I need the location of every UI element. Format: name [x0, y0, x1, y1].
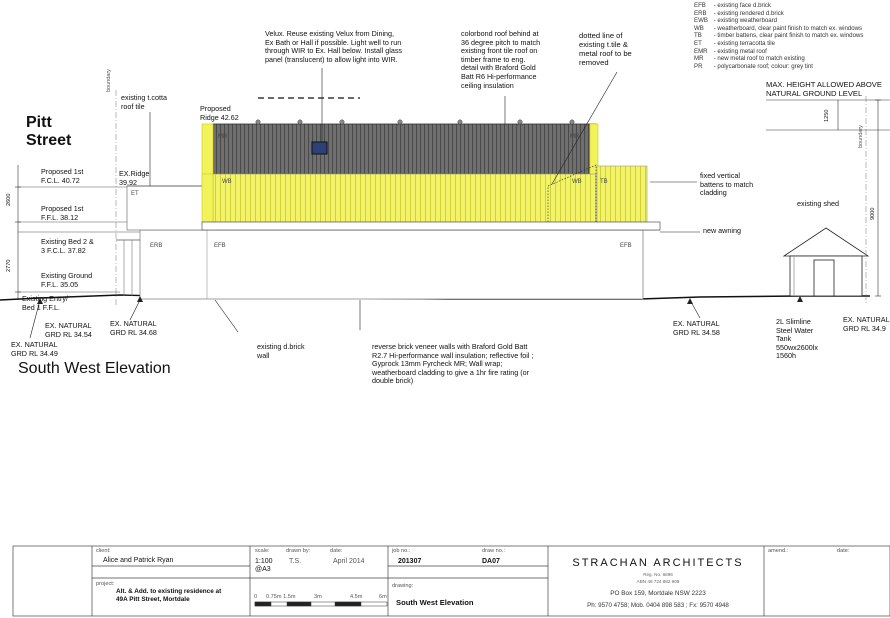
level-existing-ground: Existing Ground F.F.L. 35.05 [41, 271, 93, 289]
street-name: Pitt Street [26, 114, 72, 149]
note-proposed-ridge: Proposed Ridge 42.62 [200, 104, 239, 122]
level-existing-bed2: Existing Bed 2 & 3 F.C.L. 37.82 [41, 237, 94, 255]
title-block-frame [12, 545, 890, 617]
note-ex-ridge: EX.Ridge 39.92 [119, 169, 150, 187]
note-existing-shed: existing shed [797, 199, 839, 208]
tb-date: April 2014 [333, 558, 365, 565]
tag-mr-left: MR [218, 134, 228, 140]
tb-scale: 1:100 @A3 [255, 558, 273, 573]
tb-drawing-label: drawing: [392, 583, 414, 589]
tb-project: Alt. & Add. to existing residence at 49A… [116, 588, 222, 603]
cladding-left-strip [201, 173, 214, 223]
note-brick-veneer: reverse brick veneer walls with Braford … [372, 342, 534, 386]
level-existing-entry: Existing Entry/ Bed 1 F.F.L. [22, 294, 68, 312]
elevation-title: South West Elevation [18, 360, 171, 377]
note-velux: Velux. Reuse existing Velux from Dining,… [265, 29, 403, 64]
tb-drawno-label: draw no.: [482, 548, 506, 554]
legend-item: EFB - existing face d.brick [694, 2, 771, 9]
tb-po: PO Box 159, Mortdale NSW 2223 [610, 590, 706, 597]
tb-scale-tick-0: 0 [254, 594, 258, 600]
boundary-label-left: boundary [106, 69, 112, 92]
legend-item: MR - new metal roof to match existing [694, 55, 805, 63]
tb-client-label: client: [96, 548, 111, 554]
note-max-height: MAX. HEIGHT ALLOWED ABOVE NATURAL GROUND… [766, 80, 882, 98]
boundary-label-right: boundary [858, 125, 864, 148]
tag-wb-left: WB [222, 179, 232, 185]
legend-item: EWB - existing weatherboard [694, 17, 778, 25]
timber-battens [596, 165, 648, 223]
legend-item: PR - polycarbonate roof; colour: grey ti… [694, 62, 813, 70]
legend: EFB - existing face d.brick ERB - existi… [694, 2, 863, 70]
tag-efb-left: EFB [214, 243, 226, 249]
tb-drawno: DA07 [482, 558, 500, 565]
roof-finials [255, 119, 575, 125]
dim-9000: 9000 [870, 207, 876, 220]
tag-tb: TB [600, 179, 608, 185]
level-grd-3454: EX. NATURAL GRD RL 34.54 [45, 321, 92, 339]
tb-job-label: job no.: [392, 548, 411, 554]
existing-tile-block [126, 185, 213, 231]
tb-reg: Reg. No. 6896 [643, 572, 673, 577]
tb-amend-label: amend.: [768, 548, 789, 554]
tb-client: Alice and Patrick Ryan [103, 557, 174, 564]
legend-item: WB - weatherboard, clear paint finish to… [694, 24, 863, 32]
tb-scale-tick-2: 3m [314, 594, 322, 600]
tb-job: 201307 [398, 558, 422, 565]
tb-abn: ABN 48 724 882 909 [636, 579, 680, 584]
note-water-tank: 2L Slimline Steel Water Tank 550wx2600lx… [776, 317, 818, 361]
tb-firm: STRACHAN ARCHITECTS [572, 557, 744, 569]
tb-scale-tick-4: 6m [379, 594, 387, 600]
dotted-existing-roof [547, 164, 597, 222]
note-fixed-battens: fixed vertical battens to match cladding [700, 171, 754, 198]
dim-2600: 2600 [6, 193, 12, 206]
level-proposed-1st-fcl: Proposed 1st F.C.L. 40.72 [41, 167, 84, 185]
tb-scale-tick-3: 4.5m [350, 594, 363, 600]
tag-mr-right: MR [570, 134, 580, 140]
tb-drawing: South West Elevation [396, 598, 474, 607]
level-grd-349: EX. NATURAL GRD RL 34.9 [843, 315, 890, 333]
legend-item: EMR - existing metal roof [694, 47, 767, 55]
tb-scale-label: scale: [255, 548, 270, 554]
tb-date-label: date: [330, 548, 343, 554]
tb-date2-label: date: [837, 548, 850, 554]
legend-item: TB - timber battens, clear paint finish … [694, 32, 864, 40]
tag-et: ET [131, 191, 139, 197]
tag-erb: ERB [150, 243, 163, 249]
ground-arrows [37, 296, 803, 304]
legend-item: ERB - existing rendered d.brick [694, 9, 784, 17]
legend-item: ET - existing terracotta tile [694, 39, 776, 47]
existing-shed [782, 227, 870, 297]
note-existing-dbrick: existing d.brick wall [257, 342, 305, 360]
existing-lower-house [116, 229, 660, 300]
right-dimension [766, 99, 890, 297]
weatherboard-cladding [212, 173, 598, 223]
note-tcotta-tile: existing t.cotta roof tile [121, 93, 167, 111]
note-colorbond: colorbond roof behind at 36 degree pitch… [461, 29, 541, 90]
velux-window [311, 141, 328, 155]
tag-efb-right: EFB [620, 243, 632, 249]
tag-wb-right: WB [572, 179, 582, 185]
note-new-awning: new awning [703, 226, 741, 235]
tb-drawn: T.S. [289, 558, 302, 565]
level-grd-3468: EX. NATURAL GRD RL 34.68 [110, 319, 157, 337]
dim-2770: 2770 [6, 259, 12, 272]
tb-drawn-label: drawn by: [286, 548, 311, 554]
tb-scale-tick-1: 0.75m 1.5m [266, 594, 296, 600]
tb-project-label: project: [96, 581, 115, 587]
dim-1250: 1250 [824, 109, 830, 122]
level-grd-3449: EX. NATURAL GRD RL 34.49 [11, 340, 58, 358]
tb-phone: Ph: 9570 4758; Mob. 0404 898 583 ; Fx: 9… [587, 602, 729, 609]
metal-roof [212, 123, 597, 175]
floor-band [201, 221, 661, 231]
level-grd-3458: EX. NATURAL GRD RL 34.58 [673, 319, 720, 337]
note-dotted-line: dotted line of existing t.tile & metal r… [579, 31, 632, 67]
left-dimension [15, 165, 21, 300]
level-proposed-1st-ffl: Proposed 1st F.F.L. 38.12 [41, 204, 84, 222]
scale-bar [254, 601, 388, 607]
